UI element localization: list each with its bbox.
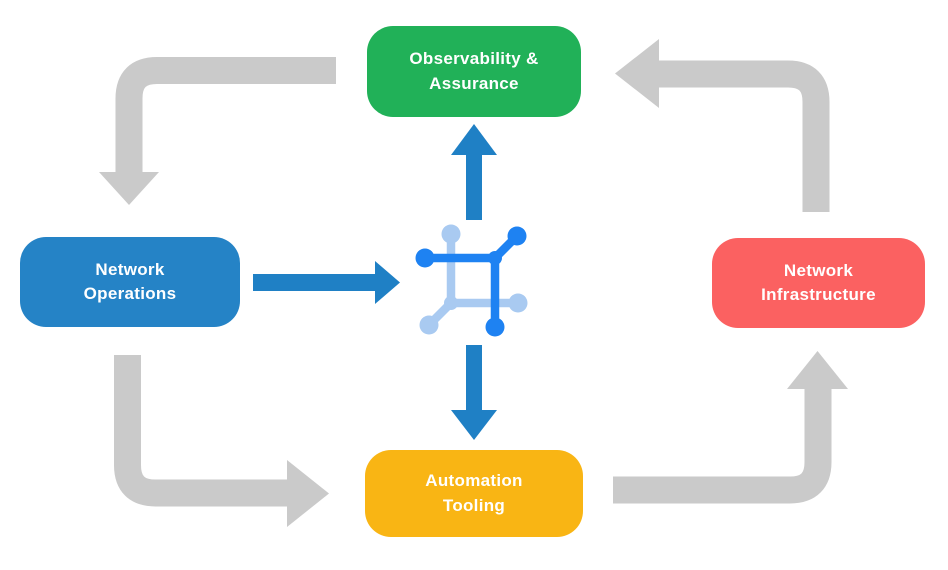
node-label-line2: Tooling	[442, 495, 506, 515]
arrow-head-left-icon	[615, 39, 659, 108]
arrow-head-down-icon	[99, 172, 159, 205]
node-label-line1: Observability &	[409, 49, 539, 69]
arrow-head-up-icon	[787, 351, 848, 389]
icon-node-dot	[415, 248, 435, 268]
node-label-line2: Infrastructure	[761, 285, 876, 304]
node-label-line1: Network	[783, 260, 854, 280]
node-label-line1: Automation	[425, 471, 523, 491]
arrow-head-right-icon	[287, 460, 329, 527]
arrow-head-down-icon	[451, 410, 497, 440]
cycle-arrow-automation-to-infrastructure	[613, 351, 848, 504]
cycle-arrow-observability-to-operations	[99, 57, 336, 205]
icon-node-dot	[485, 317, 505, 337]
arrow-shaft	[115, 57, 336, 173]
node-network-operations: Network Operations	[20, 237, 240, 327]
arrow-head-up-icon	[451, 124, 497, 155]
arrow-head-right-icon	[375, 261, 400, 304]
node-label-line2: Assurance	[429, 73, 519, 93]
node-network-infrastructure: Network Infrastructure	[712, 238, 925, 328]
arrow-shaft	[659, 60, 830, 212]
icon-node-dot	[508, 293, 528, 313]
icon-node-dot	[441, 224, 461, 244]
cycle-arrow-infrastructure-to-observability	[615, 39, 830, 212]
icon-joint-dot	[488, 251, 502, 265]
cycle-arrow-operations-to-automation	[114, 355, 329, 527]
node-automation-tooling: Automation Tooling	[365, 450, 583, 537]
flow-arrow-operations-to-icon	[253, 261, 400, 304]
icon-node-dot	[419, 315, 439, 335]
arrow-shaft	[613, 389, 832, 504]
icon-node-dot	[507, 226, 527, 246]
node-observability-assurance: Observability & Assurance	[367, 26, 581, 117]
node-label-line1: Network	[95, 259, 165, 279]
node-label-line2: Operations	[83, 284, 177, 303]
network-fabric-icon	[415, 224, 528, 337]
flow-arrow-icon-to-observability	[451, 124, 497, 220]
icon-joint-dot	[444, 296, 458, 310]
flow-arrow-icon-to-automation	[451, 345, 497, 440]
arrow-shaft	[114, 355, 288, 507]
